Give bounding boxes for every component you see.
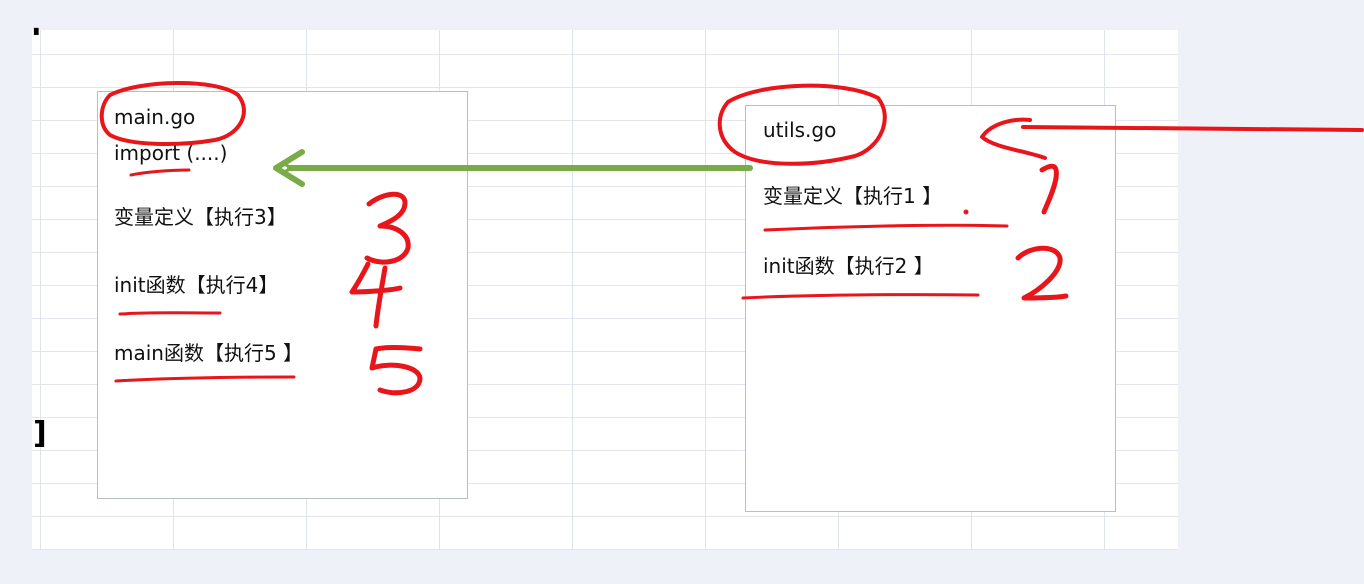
utils-go-circle xyxy=(717,83,887,166)
main-go-filename: main.go xyxy=(114,105,196,129)
main-go-step-variables: 变量定义【执行3】 xyxy=(114,205,287,229)
cell-corner-marker: ▘ xyxy=(34,28,44,42)
order-digit-4 xyxy=(349,261,403,329)
cursor-bracket-marker: ] xyxy=(33,416,47,451)
entry-arrow-head xyxy=(980,117,1047,160)
init-underline-left xyxy=(118,311,222,316)
import-underline xyxy=(129,168,191,177)
utils-go-step-init: init函数【执行2 】 xyxy=(763,254,934,278)
utils-var-underline xyxy=(763,223,1009,232)
main-go-step-init: init函数【执行4】 xyxy=(114,273,279,297)
order-digit-3 xyxy=(364,191,411,265)
order-digit-1 xyxy=(1039,163,1059,215)
main-func-underline xyxy=(114,375,296,383)
main-go-import-line: import (....) xyxy=(114,141,228,165)
main-go-box xyxy=(97,91,468,499)
main-go-circle xyxy=(99,81,246,146)
utils-go-filename: utils.go xyxy=(763,118,837,142)
utils-init-underline xyxy=(741,293,980,300)
ink-dot xyxy=(963,209,969,215)
main-go-step-main: main函数【执行5 】 xyxy=(114,341,304,365)
import-arrow-head xyxy=(273,149,305,187)
order-digit-2 xyxy=(1015,245,1069,301)
entry-arrow-shaft xyxy=(1021,125,1364,132)
utils-go-step-variables: 变量定义【执行1 】 xyxy=(763,184,943,208)
order-digit-5 xyxy=(369,345,423,396)
